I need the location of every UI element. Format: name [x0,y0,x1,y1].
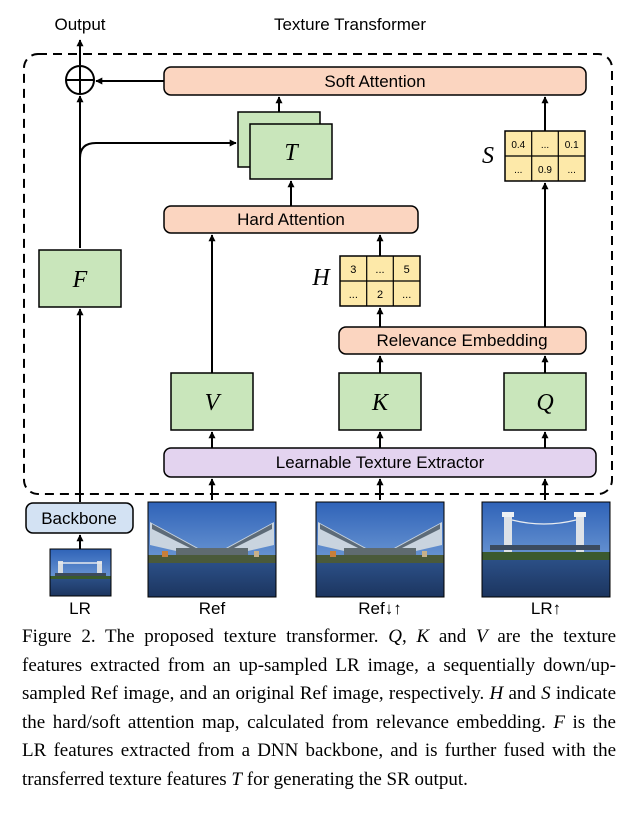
backbone-label: Backbone [41,509,117,528]
k-feature-label: K [371,390,390,416]
figure-caption: Figure 2. The proposed texture transform… [22,623,616,794]
caption-text: , [401,626,417,647]
s-map-label: S [482,143,494,169]
output-label: Output [54,15,105,34]
k-feature-block: K [338,372,422,431]
h-map-cell: 3 [350,264,356,276]
f-feature-label: F [72,267,88,293]
texture-transformer-diagram: Output Texture Transformer Soft Attentio… [23,15,613,618]
ref-image-label: Ref [199,599,226,618]
texture-extractor-block: Learnable Texture Extractor [163,447,597,478]
lr-image-label: LR [69,599,91,618]
caption-text: are the texture features extracted from … [22,626,617,704]
v-feature-label: V [205,390,222,416]
s-map-cell: ... [568,165,576,176]
relevance-embedding-label: Relevance Embedding [376,331,547,350]
caption-symbol-v: V [476,626,488,647]
hard-attention-block: Hard Attention [163,205,419,234]
s-map-cell: 0.1 [565,140,579,151]
soft-attention-block: Soft Attention [163,66,587,96]
relevance-embedding-block: Relevance Embedding [338,326,587,355]
h-map-cell: ... [349,289,358,301]
h-map-cell: ... [402,289,411,301]
hard-attention-label: Hard Attention [237,210,345,229]
caption-text: for generating the SR output. [242,768,468,790]
h-attention-map: 3 ... 5 ... 2 ... [339,255,421,307]
caption-figure-number: Figure 2. [22,626,96,647]
sum-node [65,65,95,95]
lr-up-image [481,501,611,598]
q-feature-label: Q [536,390,553,416]
ref-image [147,501,277,598]
t-feature-block: T [237,111,333,180]
f-feature-block: F [38,249,122,308]
h-map-cell: 2 [377,289,383,301]
caption-symbol-f: F [553,711,565,733]
caption-symbol-k: K [416,626,430,647]
soft-attention-label: Soft Attention [324,72,425,91]
s-map-cell: 0.4 [511,140,525,151]
caption-text: indicate the hard/soft attention map, ca… [22,683,617,733]
caption-text: The proposed texture transformer. [95,626,389,647]
v-feature-block: V [170,372,254,431]
lr-image [49,548,112,597]
s-map-cell: 0.9 [538,165,552,176]
lr-up-image-label: LR↑ [531,599,561,618]
h-map-cell: 5 [404,264,410,276]
caption-symbol-q: Q [388,626,402,647]
t-feature-label: T [284,140,299,166]
q-feature-block: Q [503,372,587,431]
texture-extractor-label: Learnable Texture Extractor [276,453,485,472]
caption-symbol-h: H [489,683,504,704]
caption-text: is the LR features extracted from a DNN … [22,711,616,790]
caption-symbol-s: S [541,683,551,704]
s-attention-map: 0.4 ... 0.1 ... 0.9 ... [504,130,586,182]
h-map-label: H [311,265,331,291]
ref-down-up-image [315,501,445,598]
h-map-cell: ... [375,264,384,276]
caption-text: and [429,626,477,647]
diagram-title: Texture Transformer [274,15,426,34]
transformer-boundary [23,53,613,495]
s-map-cell: ... [514,165,522,176]
s-map-cell: ... [541,140,549,151]
caption-text: and [503,683,542,704]
caption-symbol-t: T [231,768,242,790]
backbone-block: Backbone [25,502,134,534]
ref-down-up-image-label: Ref↓↑ [358,599,401,618]
